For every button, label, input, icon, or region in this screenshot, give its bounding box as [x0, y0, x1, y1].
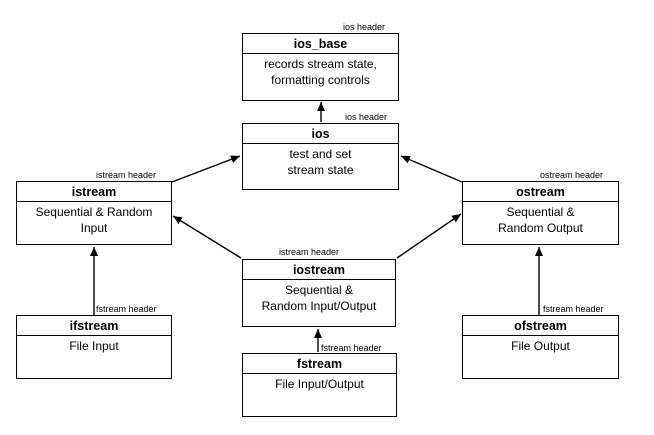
ios-base-header-label: ios header [343, 22, 386, 32]
ifstream-description: File Input [17, 336, 171, 354]
ifstream-desc-line: File Input [69, 339, 119, 353]
ios-name: ios [243, 124, 398, 144]
ostream-desc-line: Random Output [498, 221, 583, 235]
ofstream-desc-line: File Output [511, 339, 570, 353]
fstream-desc-line: File Input/Output [275, 377, 364, 391]
istream-description: Sequential & Random Input [17, 202, 171, 236]
iostream-name: iostream [243, 260, 395, 280]
ofstream-header-label: fstream header [543, 304, 604, 314]
ostream-desc-line: Sequential & [506, 205, 575, 219]
ios-base-description: records stream state, formatting control… [243, 54, 398, 88]
ifstream-box: ifstream File Input [16, 315, 172, 379]
ofstream-name: ofstream [463, 316, 618, 336]
ios-base-desc-line: formatting controls [271, 73, 370, 87]
ios-base-desc-line: records stream state, [264, 57, 377, 71]
ofstream-description: File Output [463, 336, 618, 354]
fstream-box: fstream File Input/Output [242, 353, 397, 417]
ios-base-name: ios_base [243, 34, 398, 54]
iostream-description: Sequential & Random Input/Output [243, 280, 395, 314]
ios-desc-line: stream state [287, 163, 354, 177]
ios-description: test and set stream state [243, 144, 398, 178]
ios-header-label: ios header [345, 112, 388, 122]
arrow-ostream-to-ios [400, 155, 463, 183]
fstream-header-label: fstream header [321, 343, 382, 353]
istream-desc-line: Input [80, 221, 108, 235]
istream-name: istream [17, 182, 171, 202]
ostream-name: ostream [463, 182, 618, 202]
ifstream-header-label: fstream header [96, 304, 157, 314]
arrow-iostream-to-istream [172, 215, 242, 259]
ostream-description: Sequential & Random Output [463, 202, 618, 236]
ofstream-box: ofstream File Output [462, 315, 619, 379]
fstream-description: File Input/Output [243, 374, 396, 392]
iostream-header-label: istream header [279, 247, 340, 257]
ios-base-box: ios_base records stream state, formattin… [242, 33, 399, 101]
istream-header-label: istream header [96, 170, 157, 180]
iostream-box: iostream Sequential & Random Input/Outpu… [242, 259, 396, 327]
istream-box: istream Sequential & Random Input [16, 181, 172, 245]
ifstream-name: ifstream [17, 316, 171, 336]
ostream-box: ostream Sequential & Random Output [462, 181, 619, 245]
iostream-desc-line: Sequential & [284, 283, 354, 297]
iostream-desc-line: Random Input/Output [261, 299, 377, 313]
istream-desc-line: Sequential & Random [35, 205, 153, 219]
ios-box: ios test and set stream state [242, 123, 399, 190]
ios-desc-line: test and set [289, 147, 352, 161]
ostream-header-label: ostream header [540, 170, 604, 180]
arrow-istream-to-ios [171, 155, 241, 183]
fstream-name: fstream [243, 354, 396, 374]
arrow-iostream-to-ostream [396, 213, 462, 259]
